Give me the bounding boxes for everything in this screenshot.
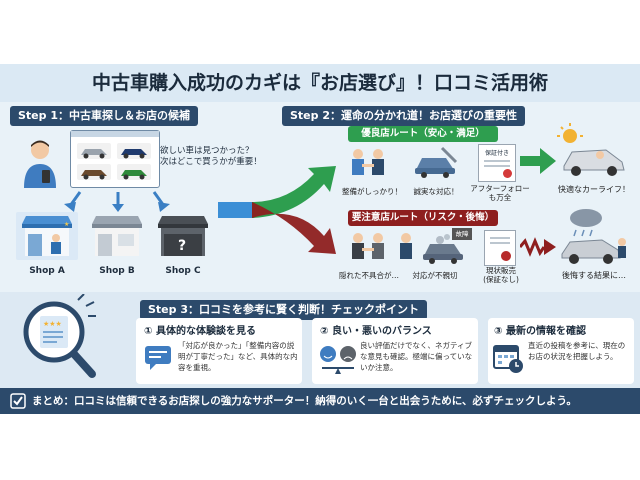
point-card-1: ① 具体的な体験談を見る 「対応が良かった」「整備内容の説明が丁寧だった」など、… (136, 318, 302, 384)
warranty-document-icon: 保証付き (478, 144, 516, 182)
thought-line-1: 欲しい車は見つかった？ (160, 146, 254, 156)
shop-c-icon: ? (158, 216, 208, 256)
branch-arrows (64, 191, 170, 212)
shop-b-icon (92, 216, 142, 256)
thought-text: 欲しい車は見つかった？ 次はどこで買うかが重要！ (160, 146, 270, 168)
bad-item-2: 対応が不親切 (412, 271, 458, 280)
bad-item-3: 現状販売 (保証なし) (483, 266, 519, 284)
point-card-2: ② 良い・悪いのバランス 良い評価だけでなく、ネガティブな意見も確認。極端に偏っ… (312, 318, 478, 384)
as-is-document-icon (484, 230, 516, 266)
shop-a-label: Shop A (29, 266, 65, 276)
sad-car-icon (556, 206, 632, 266)
step3-label: Step 3：口コミを参考に賢く判断！チェックポイント (140, 300, 427, 320)
magnifier-review-icon: ★★★ (18, 293, 100, 384)
summary-text: まとめ：口コミは信頼できるお店探しの強力なサポーター！納得のいく一台と出会うため… (32, 395, 577, 407)
mechanic-icon (344, 146, 392, 178)
step2-label: Step 2：運命の分かれ道！お店選びの重要性 (282, 106, 525, 126)
shop-b: Shop B (86, 212, 148, 276)
unfriendly-staff-icon (392, 230, 420, 262)
svg-text:?: ? (178, 238, 186, 254)
car-listing-window (70, 130, 160, 188)
shop-b-label: Shop B (99, 266, 135, 276)
good-item-1: 整備がしっかり！ (342, 187, 402, 196)
point-1-body: 「対応が良かった」「整備内容の説明が丁寧だった」など、具体的な内容を重視。 (178, 341, 298, 372)
car-thumbnails-icon (77, 143, 151, 180)
good-item-2: 誠実な対応！ (413, 187, 459, 196)
car-repair-icon (412, 146, 460, 178)
bad-result-arrow (520, 237, 556, 257)
balance-faces-icon (318, 342, 358, 376)
good-item-3: アフターフォロー も万全 (470, 184, 530, 202)
bad-route-label: 要注意店ルート（リスク・後悔） (348, 210, 498, 226)
happy-car-icon (556, 122, 632, 180)
point-3-body: 直近の投稿を参考に、現在のお店の状況を把握しよう。 (528, 341, 626, 361)
shop-c-label: Shop C (165, 266, 201, 276)
point-2-title: ② 良い・悪いのバランス (320, 326, 432, 337)
page-title: 中古車購入成功のカギは『お店選び』！口コミ活用術 (0, 64, 640, 102)
shop-a: ★ Shop A (16, 212, 78, 276)
svg-text:★★★: ★★★ (43, 320, 62, 328)
point-1-title: ① 具体的な体験談を見る (144, 326, 256, 337)
thought-line-2: 次はどこで買うかが重要！ (160, 157, 262, 167)
good-result-arrow (520, 148, 556, 174)
point-card-3: ③ 最新の情報を確認 直近の投稿を参考に、現在のお店の状況を把握しよう。 (488, 318, 634, 384)
step1-label: Step 1：中古車探し＆お店の候補 (10, 106, 198, 126)
shop-c: ? Shop C (152, 212, 214, 276)
checkbox-icon (10, 393, 26, 409)
bad-item-1: 隠れた不具合が… (339, 271, 399, 280)
breakdown-sign: 故障 (452, 228, 472, 240)
person-icon (18, 138, 62, 188)
bad-result-text: 後悔する結果に… (562, 271, 626, 280)
summary-bar: まとめ：口コミは信頼できるお店探しの強力なサポーター！納得のいく一台と出会うため… (0, 388, 640, 414)
calendar-clock-icon (492, 342, 524, 374)
shop-a-icon: ★ (16, 212, 78, 260)
salesman-icon (344, 230, 392, 262)
good-result-text: 快適なカーライフ！ (558, 185, 630, 194)
good-route-label: 優良店ルート（安心・満足） (348, 126, 498, 142)
svg-text:★: ★ (64, 221, 69, 228)
point-3-title: ③ 最新の情報を確認 (494, 326, 586, 337)
broken-car-icon (420, 232, 468, 264)
route-split-arrows (218, 166, 336, 254)
warranty-doc-label: 保証付き (484, 150, 509, 157)
speech-bubble-icon (144, 344, 174, 372)
point-2-body: 良い評価だけでなく、ネガティブな意見も確認。極端に偏っていないか注意。 (360, 341, 473, 372)
